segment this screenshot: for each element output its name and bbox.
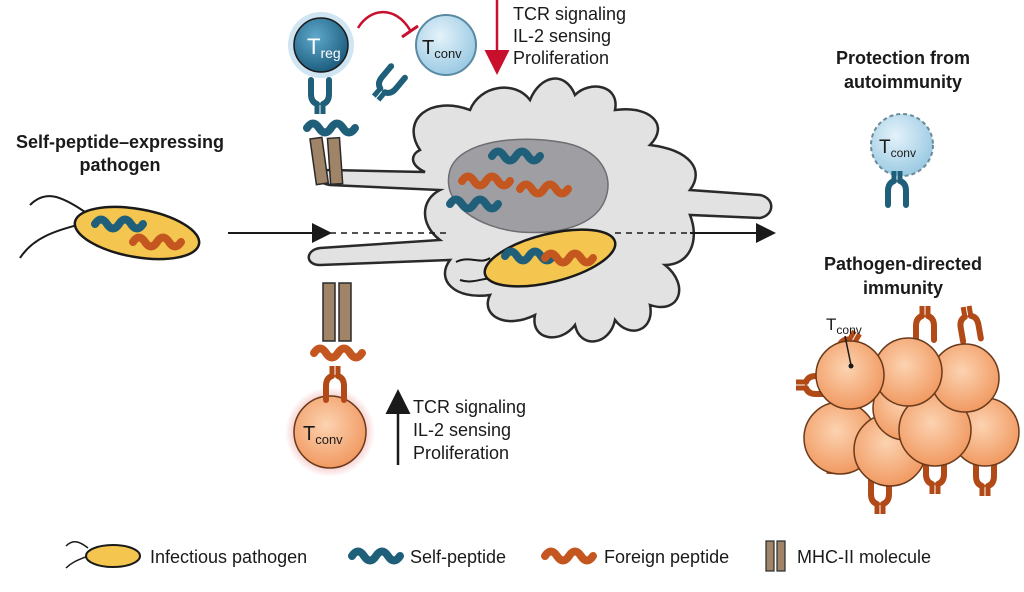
protection-title-line1: Protection from — [836, 48, 970, 68]
treg-cell: Treg — [288, 12, 354, 114]
foreign-peptide-icon — [545, 552, 593, 561]
self-peptide-icon — [352, 552, 400, 561]
legend-mhc-label: MHC-II molecule — [797, 547, 931, 567]
legend-pathogen-label: Infectious pathogen — [150, 547, 307, 567]
tconv-protect-cell: Tconv — [870, 113, 934, 205]
tcr-icon — [369, 66, 405, 104]
cluster-pointer-dot — [848, 363, 854, 369]
tconv-protect-label: Tconv — [879, 137, 916, 160]
inhibition-arrow — [356, 11, 412, 31]
tcr-icon — [957, 305, 981, 342]
legend-foreign-peptide: Foreign peptide — [545, 547, 729, 567]
mhc-bottom — [314, 282, 362, 358]
protection-title-line2: autoimmunity — [844, 72, 962, 92]
mhc-top — [307, 124, 355, 186]
pathogen-icon — [85, 544, 141, 568]
legend: Infectious pathogen Self-peptide Foreign… — [65, 540, 931, 572]
legend-self-peptide: Self-peptide — [352, 547, 506, 567]
mhc-icon — [765, 540, 775, 572]
immunity-title-line2: immunity — [863, 278, 943, 298]
tconv-top-label: Tconv — [422, 37, 462, 61]
legend-pathogen: Infectious pathogen — [65, 541, 307, 569]
cluster-pointer-line — [844, 335, 852, 366]
tcr-icon — [888, 171, 906, 205]
legend-mhc: MHC-II molecule — [765, 540, 931, 572]
self-peptide-icon — [307, 124, 355, 133]
tconv-top-cell: Tconv — [369, 14, 477, 104]
pathogen-body — [73, 205, 201, 261]
bottom-signal-line1: TCR signaling — [413, 397, 526, 417]
legend-self-peptide-label: Self-peptide — [410, 547, 506, 567]
top-signal-line1: TCR signaling — [513, 4, 626, 24]
tconv-bottom-cell: Tconv — [285, 366, 375, 477]
tcr-icon — [976, 462, 994, 496]
free-pathogen — [19, 195, 201, 261]
legend-foreign-peptide-label: Foreign peptide — [604, 547, 729, 567]
top-signal-line2: IL-2 sensing — [513, 26, 611, 46]
tcr-icon — [311, 80, 329, 114]
immunity-title-line1: Pathogen-directed — [824, 254, 982, 274]
engulfed-pathogen — [455, 228, 617, 288]
pathogen-title-line2: pathogen — [80, 155, 161, 175]
top-signal-line3: Proliferation — [513, 48, 609, 68]
bottom-signal-line3: Proliferation — [413, 443, 509, 463]
tcr-icon — [916, 306, 934, 340]
pathogen-title-line1: Self-peptide–expressing — [16, 132, 224, 152]
tconv-bottom-label: Tconv — [303, 423, 343, 447]
bottom-signal-line2: IL-2 sensing — [413, 420, 511, 440]
foreign-peptide-icon — [314, 349, 362, 358]
inhibition-bar — [401, 24, 419, 39]
tconv-cluster: Tconv — [796, 305, 1020, 514]
dendritic-cell — [307, 77, 773, 343]
treg-label: Treg — [307, 34, 341, 61]
tconv-cluster-label: Tconv — [826, 315, 862, 337]
